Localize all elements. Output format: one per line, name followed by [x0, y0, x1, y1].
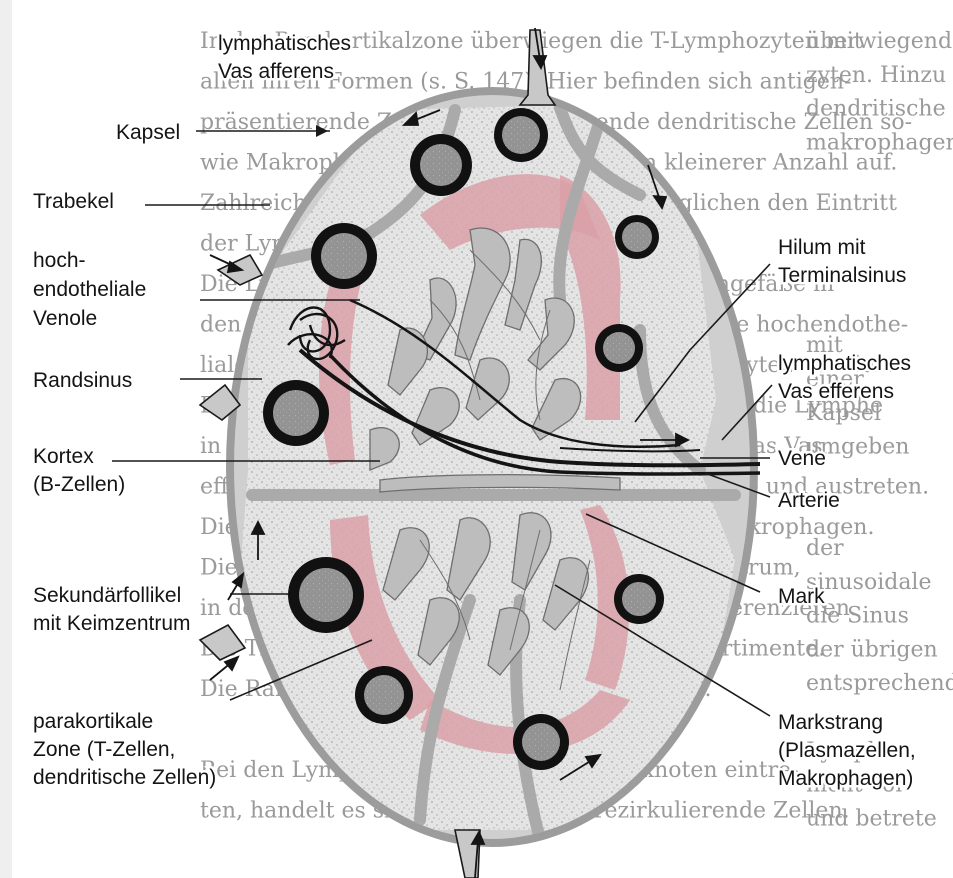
label-vas-afferens-line: lymphatisches	[218, 32, 351, 55]
label-trabekel-line: Trabekel	[33, 190, 114, 213]
label-markstrang: Markstrang (Plasmazellen, Makrophagen)	[778, 711, 916, 790]
secondary-follicle	[410, 134, 472, 196]
label-hochendotheliale-venole-line: Venole	[33, 307, 97, 330]
secondary-follicle	[615, 215, 659, 259]
background-text-line: makrophagen	[806, 130, 953, 155]
label-hochendotheliale-venole-line: endotheliale	[33, 278, 146, 301]
label-markstrang-line: Markstrang	[778, 711, 883, 734]
label-hilum-line: Terminalsinus	[778, 264, 906, 287]
label-mark: Mark	[778, 585, 825, 608]
label-sekundaerfollikel-line: mit Keimzentrum	[33, 612, 191, 635]
secondary-follicle	[288, 557, 364, 633]
label-arterie: Arterie	[778, 489, 840, 512]
label-markstrang-line: (Plasmazellen,	[778, 739, 916, 762]
label-parakortikale-zone-line: parakortikale	[33, 710, 153, 733]
secondary-follicle	[494, 108, 548, 162]
background-text-line: dendritische	[806, 97, 946, 122]
label-mark-line: Mark	[778, 585, 825, 608]
label-parakortikale-zone-line: Zone (T-Zellen,	[33, 738, 175, 761]
background-text-line: zyten. Hinzu	[806, 63, 946, 88]
secondary-follicle	[614, 574, 664, 624]
page-margin	[0, 0, 12, 878]
label-parakortikale-zone-line: dendritische Zellen)	[33, 766, 216, 789]
secondary-follicle	[355, 666, 413, 724]
label-randsinus: Randsinus	[33, 369, 132, 392]
label-vene-line: Vene	[778, 447, 826, 470]
background-text-line: Kapsel	[806, 401, 881, 426]
label-vas-efferens-line: lymphatisches	[778, 352, 911, 375]
label-vas-efferens-line: Vas efferens	[778, 380, 894, 403]
label-trabekel: Trabekel	[33, 190, 114, 213]
label-sekundaerfollikel: Sekundärfollikel mit Keimzentrum	[33, 584, 191, 635]
label-markstrang-line: Makrophagen)	[778, 767, 913, 790]
background-text-line: der übrigen	[806, 637, 938, 662]
label-arterie-line: Arterie	[778, 489, 840, 512]
label-kapsel-line: Kapsel	[116, 121, 180, 144]
secondary-follicle	[263, 380, 329, 446]
label-kortex-line: Kortex	[33, 445, 94, 468]
secondary-follicle	[311, 223, 377, 289]
background-text-line: der	[806, 536, 844, 561]
label-hochendotheliale-venole-line: hoch-	[33, 249, 86, 272]
label-kortex-line: (B-Zellen)	[33, 473, 125, 496]
secondary-follicle	[595, 324, 643, 372]
label-sekundaerfollikel-line: Sekundärfollikel	[33, 584, 181, 607]
label-kapsel: Kapsel	[116, 121, 180, 144]
background-text-line: entsprechend	[806, 671, 953, 696]
label-vene: Vene	[778, 447, 826, 470]
background-text-line: sinusoidale	[806, 570, 932, 595]
background-text-line: und betrete	[806, 806, 937, 831]
background-text-line: überwiegend	[806, 29, 952, 54]
label-randsinus-line: Randsinus	[33, 369, 132, 392]
label-kortex: Kortex (B-Zellen)	[33, 445, 125, 496]
label-hilum-line: Hilum mit	[778, 236, 866, 259]
label-vas-afferens-line: Vas afferens	[218, 60, 334, 83]
secondary-follicle	[513, 714, 569, 770]
